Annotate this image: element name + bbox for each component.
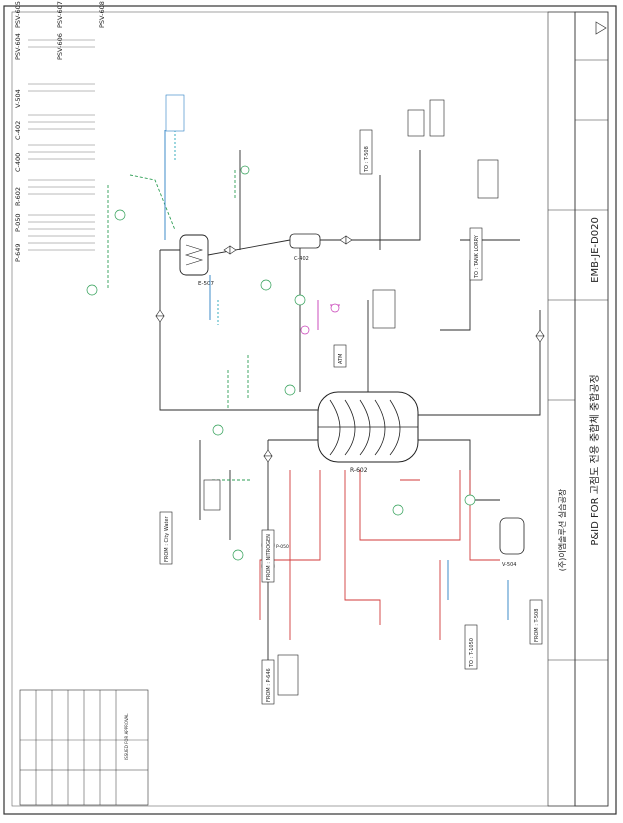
svg-text:E-507: E-507 — [198, 281, 214, 287]
valves — [155, 235, 545, 463]
condenser-c402[interactable]: C-402 — [289, 233, 321, 262]
reactor-r602[interactable]: R-602 — [317, 391, 419, 474]
agitator-blades-icon — [329, 399, 401, 456]
spec-header-psv608: PSV-608 — [98, 1, 106, 28]
svg-text:FROM : T-508: FROM : T-508 — [534, 609, 540, 642]
tag-to-tank-lorry[interactable]: TO : TANK LORRY — [469, 227, 483, 281]
spec-header-p649: P-649 — [14, 243, 22, 262]
equipment-spec-headers: P-649 P-050 R-602 C-400 C-402 V-504 PSV-… — [14, 1, 106, 262]
spec-header-c402: C-402 — [14, 121, 22, 140]
svg-text:P-050: P-050 — [276, 544, 289, 550]
spec-header-r602: R-602 — [14, 187, 22, 206]
svg-text:FROM : City Water: FROM : City Water — [164, 515, 170, 562]
tag-from-p646[interactable]: FROM : P-646 — [261, 659, 275, 705]
vessel-v504[interactable]: V-504 — [499, 517, 525, 568]
svg-text:C-402: C-402 — [294, 256, 309, 262]
data-boxes — [165, 94, 499, 696]
svg-text:FROM : P-646: FROM : P-646 — [266, 668, 272, 702]
spec-header-c400: C-400 — [14, 153, 22, 172]
tag-to-t1050[interactable]: TO : T-1050 — [464, 624, 478, 670]
svg-text:ATM: ATM — [338, 354, 344, 364]
spec-header-psv605: PSV-605 — [14, 1, 22, 28]
process-lines — [107, 130, 541, 660]
svg-text:TO : T-508: TO : T-508 — [364, 146, 370, 173]
drawing-number: EMB-JE-D020 — [590, 217, 601, 283]
instrument-bubbles — [86, 165, 476, 561]
spec-header-p050: P-050 — [14, 213, 22, 232]
exchanger-e507[interactable]: E-507 — [179, 234, 214, 287]
spec-text-lines — [28, 39, 95, 251]
tag-to-t508[interactable]: TO : T-508 — [359, 129, 373, 175]
svg-text:TO : TANK LORRY: TO : TANK LORRY — [474, 234, 480, 279]
svg-text:TO : T-1050: TO : T-1050 — [469, 638, 475, 668]
svg-text:FROM : NITROGEN: FROM : NITROGEN — [266, 534, 272, 580]
tag-from-nitrogen[interactable]: FROM : NITROGEN — [261, 529, 275, 583]
spec-header-psv606: PSV-606 — [56, 33, 64, 60]
title-block: P&ID FOR 고점도 전용 중합체 중합공정 EMB-JE-D020 (주)… — [547, 11, 609, 807]
drawing-title: P&ID FOR 고점도 전용 중합체 중합공정 — [589, 374, 601, 545]
tag-from-t508[interactable]: FROM : T-508 — [529, 599, 543, 645]
tag-atm[interactable]: ATM — [333, 344, 347, 368]
spec-header-v504: V-504 — [14, 89, 22, 108]
svg-text:ISSUED FOR APPROVAL: ISSUED FOR APPROVAL — [124, 713, 129, 760]
revision-table: ISSUED FOR APPROVAL — [19, 689, 149, 806]
svg-text:V-504: V-504 — [502, 562, 516, 568]
spec-header-psv607: PSV-607 — [56, 1, 64, 28]
company-name: (주)이엠솔루션 실습공장 — [557, 488, 567, 571]
tag-from-city-water[interactable]: FROM : City Water — [159, 511, 173, 565]
spec-header-psv604: PSV-604 — [14, 33, 22, 60]
revision-triangle-icon — [595, 21, 607, 35]
reactor-label: R-602 — [350, 467, 368, 474]
line-tags: FROM : City Water FROM : NITROGEN FROM :… — [159, 129, 543, 705]
